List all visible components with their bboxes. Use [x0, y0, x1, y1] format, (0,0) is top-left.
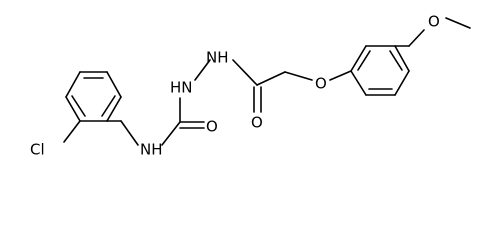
bond — [350, 70, 367, 96]
chlorophenyl-ring — [65, 71, 122, 122]
aromatic-bond — [71, 95, 86, 117]
bond — [106, 96, 122, 122]
aromatic-bond — [101, 95, 116, 117]
atom-label-methoxy-oxygen: O — [428, 13, 440, 31]
bond-ring-o-methoxy — [408, 29, 425, 47]
bond — [394, 45, 410, 72]
atom-label-urea-oxygen: O — [206, 118, 218, 136]
bond-c-cl — [63, 120, 81, 143]
bond — [106, 71, 122, 98]
bond — [65, 71, 81, 98]
bond-nh-c-amide — [232, 59, 258, 86]
bond — [394, 70, 410, 96]
atom-label-amide-oxygen: O — [251, 114, 263, 132]
atom-label-hydrazine-nh: NH — [206, 49, 229, 67]
atom-label-chlorine: Cl — [30, 141, 45, 159]
bond — [65, 96, 81, 122]
atom-label-ether-oxygen: O — [315, 75, 327, 93]
bond-o-methyl — [445, 17, 471, 29]
atom-label-hydrazine-hn: HN — [170, 79, 193, 97]
bond-nh-c — [161, 121, 181, 146]
bond-ring-nh — [120, 120, 139, 146]
bond-ch2-o — [284, 71, 313, 81]
bond-c-ch2 — [256, 71, 286, 86]
chemical-structure-diagram: Cl NH O HN NH O O O — [30, 12, 471, 159]
bond — [350, 45, 367, 72]
methoxyphenyl-ring — [350, 45, 410, 96]
aromatic-bond — [357, 50, 371, 71]
atom-label-anilide-nh: NH — [140, 141, 163, 159]
bond-o-ring — [329, 70, 352, 81]
aromatic-bond — [389, 50, 403, 71]
bond-hn-nh — [194, 59, 211, 81]
